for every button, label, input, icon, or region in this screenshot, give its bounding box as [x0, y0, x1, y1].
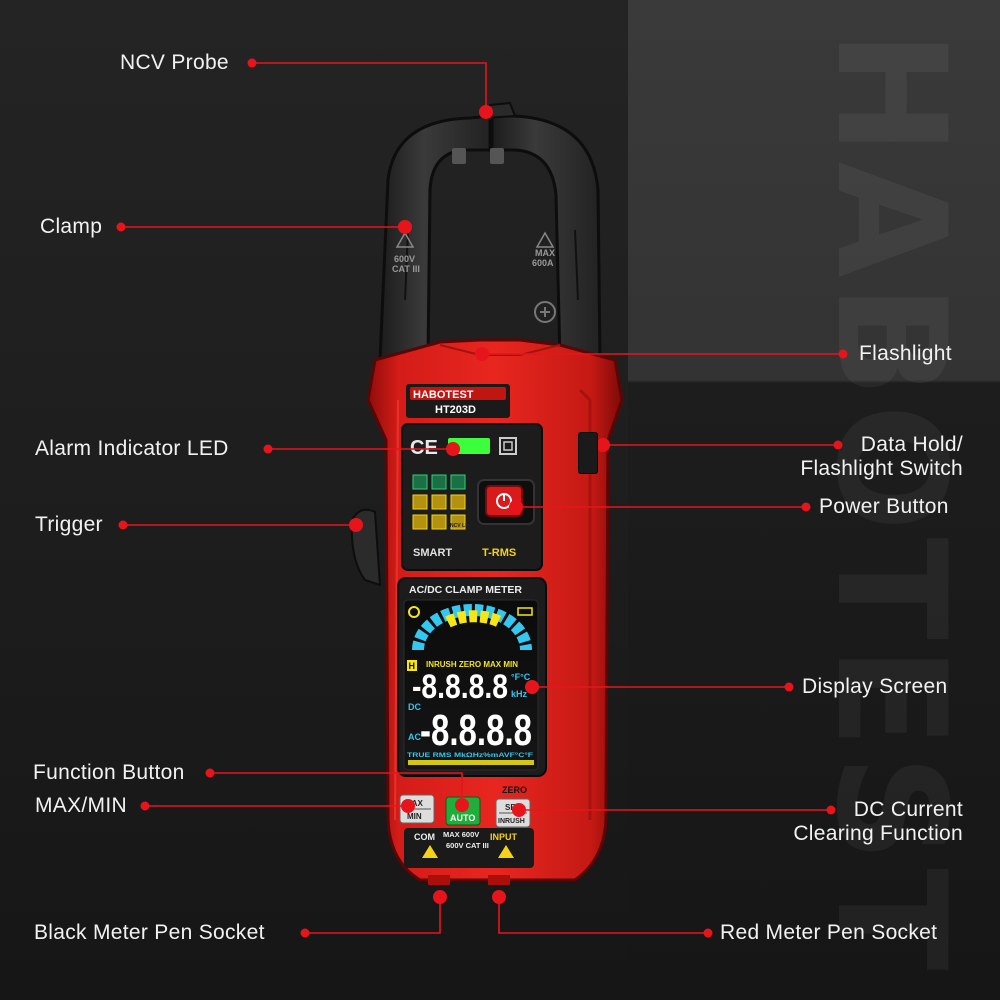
- clamp-left-cat: CAT III: [392, 264, 420, 274]
- dot-maxmin-label: [140, 801, 150, 811]
- clamp-left-rating: 600V: [394, 254, 415, 264]
- label-dc-clear-line2: Clearing Function: [793, 822, 963, 845]
- dot-hold-switch: [596, 438, 610, 452]
- lcd-digits-primary: -8.8.8.8: [412, 668, 508, 706]
- label-dc-clear-line1: DC Current: [853, 798, 963, 821]
- label-data-hold-line1: Data Hold/: [860, 433, 963, 456]
- btn-inrush-label: INRUSH: [498, 818, 525, 825]
- ncv-live-label: NCV Live: [450, 523, 472, 529]
- clamp-right-max: MAX: [535, 248, 555, 258]
- ce-mark: CE: [410, 437, 438, 459]
- label-power-button: Power Button: [819, 495, 949, 518]
- brand-name: HABOTEST: [413, 389, 474, 401]
- dot-black-socket: [433, 890, 447, 904]
- control-panel: [401, 423, 543, 571]
- function-icons: [412, 474, 466, 530]
- lcd-hold: H: [409, 661, 416, 671]
- dot-red-socket: [492, 890, 506, 904]
- label-clamp: Clamp: [40, 215, 103, 238]
- btn-min-label: MIN: [407, 812, 422, 821]
- input-label: INPUT: [490, 832, 518, 842]
- lcd-bottom-units: TRUE RMS MkΩHz%mAVF°C°F: [407, 751, 533, 759]
- smart-label: SMART: [413, 547, 452, 559]
- dot-function-label: [205, 768, 215, 778]
- dot-ncv-label: [247, 58, 257, 68]
- lcd-arc-segments: [412, 604, 532, 651]
- dot-maxmin: [401, 799, 415, 813]
- dot-clamp-label: [116, 222, 126, 232]
- dot-power-label: [801, 502, 811, 512]
- clamp-jaws: [378, 101, 602, 362]
- dot-display: [525, 680, 539, 694]
- dot-dc-clear: [512, 803, 526, 817]
- model-number: HT203D: [435, 404, 476, 416]
- data-hold-switch[interactable]: [578, 432, 598, 474]
- meter-title: AC/DC CLAMP METER: [409, 584, 522, 596]
- background-panel: [628, 0, 1000, 1000]
- com-label: COM: [414, 832, 435, 842]
- lcd-bar-graph: [408, 760, 534, 765]
- lcd-units-temp: °F°C: [511, 672, 531, 682]
- label-data-hold-line2: Flashlight Switch: [800, 457, 963, 480]
- dot-flashlight-label: [838, 349, 848, 359]
- dot-display-label: [784, 682, 794, 692]
- label-display-screen: Display Screen: [802, 675, 948, 698]
- dot-ncv-probe: [479, 105, 493, 119]
- label-dc-clear: DC Current Clearing Function: [793, 798, 963, 846]
- label-flashlight: Flashlight: [859, 342, 952, 365]
- dot-function: [455, 798, 469, 812]
- lcd-units-khz: kHz: [511, 689, 528, 699]
- label-red-socket: Red Meter Pen Socket: [720, 921, 938, 944]
- label-ncv-probe: NCV Probe: [120, 51, 229, 74]
- zero-label: ZERO: [502, 785, 527, 795]
- dot-trigger-label: [118, 520, 128, 530]
- lcd-top-row: INRUSH ZERO MAX MIN: [426, 660, 518, 669]
- dot-power: [509, 500, 523, 514]
- label-black-socket: Black Meter Pen Socket: [34, 921, 265, 944]
- dot-dc-clear-label: [826, 805, 836, 815]
- label-max-min: MAX/MIN: [35, 794, 127, 817]
- label-function-button: Function Button: [33, 761, 185, 784]
- dot-flashlight: [475, 347, 489, 361]
- lcd-dc: DC: [408, 702, 421, 712]
- lcd-digits-secondary: -8.8.8.8: [420, 706, 532, 755]
- dot-trigger: [349, 518, 363, 532]
- trms-label: T-RMS: [482, 547, 516, 559]
- label-trigger: Trigger: [35, 513, 103, 536]
- dot-hold-label: [833, 440, 843, 450]
- dot-red-socket-label: [703, 928, 713, 938]
- btn-auto-label: AUTO: [450, 813, 475, 823]
- cat-label: 600V CAT III: [446, 841, 489, 850]
- clamp-right-amps: 600A: [532, 258, 554, 268]
- dot-led-label: [263, 444, 273, 454]
- dot-clamp: [398, 220, 412, 234]
- dot-black-socket-label: [300, 928, 310, 938]
- max-voltage-label: MAX 600V: [443, 830, 479, 839]
- label-alarm-led: Alarm Indicator LED: [35, 437, 229, 460]
- lcd-ac: AC: [408, 732, 421, 742]
- dot-led: [446, 442, 460, 456]
- label-data-hold: Data Hold/ Flashlight Switch: [800, 433, 963, 481]
